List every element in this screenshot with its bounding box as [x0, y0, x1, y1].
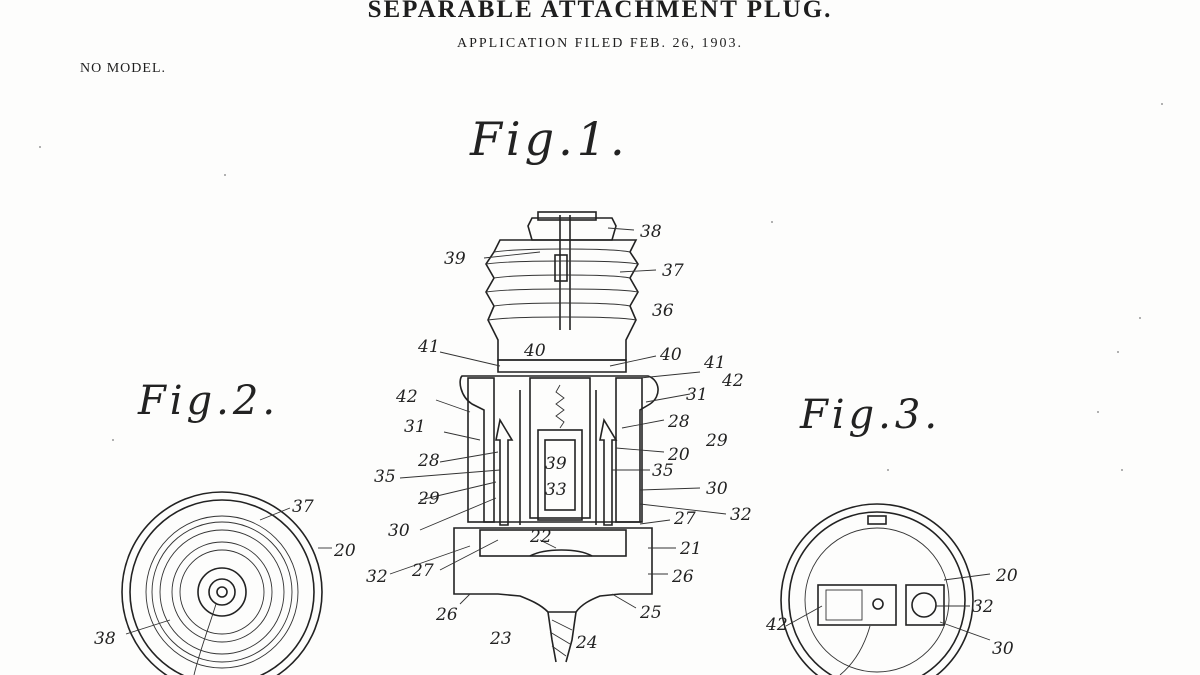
- ref-31-right: 31: [686, 385, 708, 405]
- figure-1-drawing: 38 39 37 36 41 40 40 41 42 42 31 31 28 2…: [366, 211, 752, 663]
- ref-32-left: 32: [366, 567, 388, 587]
- ref-26-right: 26: [671, 567, 694, 587]
- model-note: NO MODEL.: [80, 61, 166, 76]
- ref-30-left: 30: [388, 521, 410, 541]
- figure-3-label: Fig.3.: [800, 392, 942, 438]
- ref-30-right: 30: [706, 479, 728, 499]
- fig3-ref-20: 20: [995, 566, 1018, 586]
- fig2-ref-20: 20: [333, 541, 356, 561]
- ref-28-left: 28: [417, 451, 440, 471]
- ref-36: 36: [652, 301, 674, 321]
- figure-3-drawing: 20 42 32 30: [765, 503, 1018, 675]
- ref-26-left: 26: [435, 605, 458, 625]
- ref-23: 23: [489, 629, 512, 649]
- scan-specks: [39, 103, 1163, 471]
- ref-35-right: 35: [652, 461, 674, 481]
- application-date: APPLICATION FILED FEB. 26, 1903.: [456, 36, 744, 51]
- figure-1-label: Fig.1.: [470, 112, 629, 166]
- ref-41-left: 41: [417, 337, 440, 357]
- ref-38: 38: [640, 222, 662, 242]
- ref-21: 21: [679, 539, 702, 559]
- figure-2-label: Fig.2.: [138, 378, 280, 424]
- ref-37: 37: [662, 261, 684, 281]
- patent-title: SEPARABLE ATTACHMENT PLUG.: [367, 0, 833, 23]
- ref-27-left: 27: [411, 561, 434, 581]
- ref-29-left: 29: [417, 489, 440, 509]
- ref-39-inner: 39: [545, 454, 567, 474]
- fig2-ref-38: 38: [94, 629, 116, 649]
- ref-24: 24: [575, 633, 598, 653]
- ref-40-inner: 40: [523, 341, 546, 361]
- ref-20: 20: [667, 445, 690, 465]
- ref-22: 22: [529, 527, 552, 547]
- ref-31-left: 31: [404, 417, 426, 437]
- ref-27-right: 27: [673, 509, 696, 529]
- ref-25: 25: [639, 603, 662, 623]
- fig3-ref-42: 42: [765, 615, 788, 635]
- fig3-ref-30: 30: [992, 639, 1014, 659]
- figure-2-drawing: 37 20 38: [94, 491, 356, 675]
- ref-42-right: 42: [721, 371, 744, 391]
- ref-33: 33: [545, 480, 567, 500]
- ref-35-left: 35: [374, 467, 396, 487]
- ref-41-right: 41: [703, 353, 726, 373]
- ref-40-right: 40: [659, 345, 682, 365]
- fig3-ref-32: 32: [972, 597, 994, 617]
- ref-29-right: 29: [705, 431, 728, 451]
- fig2-ref-37: 37: [292, 497, 314, 517]
- ref-32-right: 32: [730, 505, 752, 525]
- ref-42-left: 42: [395, 387, 418, 407]
- ref-39: 39: [444, 249, 466, 269]
- ref-28-right: 28: [667, 412, 690, 432]
